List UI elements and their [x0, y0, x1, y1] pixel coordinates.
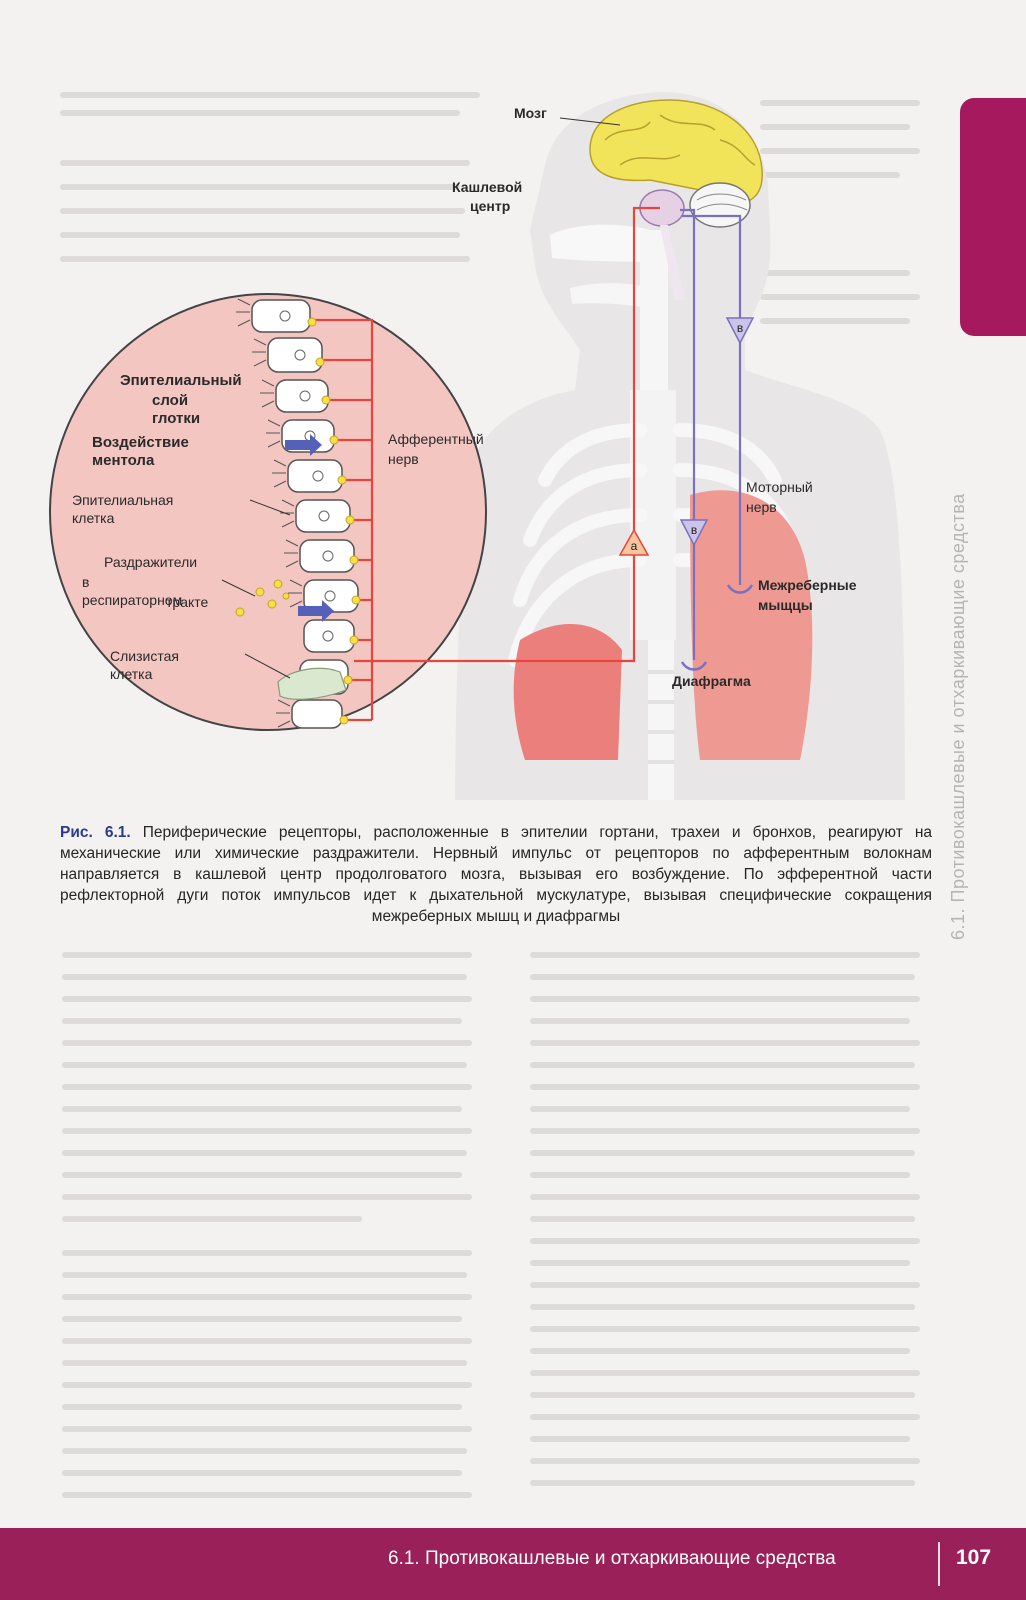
label-diaphragm: Диафрагма	[672, 673, 751, 689]
direction-markers	[618, 317, 755, 556]
label-irritants-3: тракте	[166, 594, 209, 610]
cilia	[236, 298, 303, 728]
marker-v-lower: в	[691, 523, 697, 537]
label-intercostal-2: мыщцы	[758, 597, 813, 613]
right-lung	[690, 490, 813, 760]
leader-lines	[221, 117, 621, 679]
receptor-stars	[307, 317, 361, 725]
label-epithelial-cell: Эпителиальная клетка	[72, 492, 174, 526]
label-cough-center-1: Кашлевой	[452, 179, 523, 195]
brain-folds	[604, 114, 756, 166]
page-number: 107	[956, 1546, 992, 1569]
page-footer: 6.1. Противокашлевые и отхаркивающие сре…	[0, 1528, 1026, 1600]
label-motor-1: Моторный	[746, 479, 813, 495]
menthol-arrows	[285, 434, 334, 622]
label-intercostal-1: Межреберные	[758, 577, 857, 593]
label-motor-2: нерв	[746, 499, 777, 515]
footer-running-title: 6.1. Противокашлевые и отхаркивающие сре…	[388, 1548, 836, 1569]
marker-v-upper: в	[737, 321, 743, 335]
label-irritants-2: в респираторном	[82, 574, 183, 608]
brain	[589, 99, 763, 204]
motor-nerve-endings	[680, 584, 754, 671]
marker-a: а	[631, 539, 638, 553]
chapter-tab	[960, 98, 1026, 336]
label-brain: Мозг	[514, 105, 547, 121]
label-cough-center-2: центр	[470, 198, 511, 214]
irritant-particles	[235, 579, 290, 617]
caption-text: Периферические рецепторы, расположенные …	[60, 824, 932, 925]
footer-divider	[938, 1542, 940, 1586]
label-afferent-2: нерв	[388, 451, 419, 467]
figure-caption: Рис. 6.1. Периферические рецепторы, расп…	[60, 822, 932, 927]
figure-drawing: а в в	[49, 92, 905, 800]
inset-circle	[49, 293, 487, 731]
caption-label: Рис. 6.1.	[60, 824, 131, 841]
mucous-cell	[277, 667, 347, 700]
label-afferent-1: Афферентный	[388, 431, 484, 447]
label-epithelial-layer-2: слой глотки	[152, 392, 201, 427]
label-menthol: Воздействие ментола	[92, 434, 189, 469]
left-lung-lower	[513, 623, 622, 760]
label-epithelial-layer-1: Эпителиальный	[120, 372, 242, 389]
motor-nerve	[680, 208, 742, 660]
label-mucous-cell: Слизистая клетка	[110, 648, 179, 682]
label-irritants-1: Раздражители	[104, 554, 198, 570]
